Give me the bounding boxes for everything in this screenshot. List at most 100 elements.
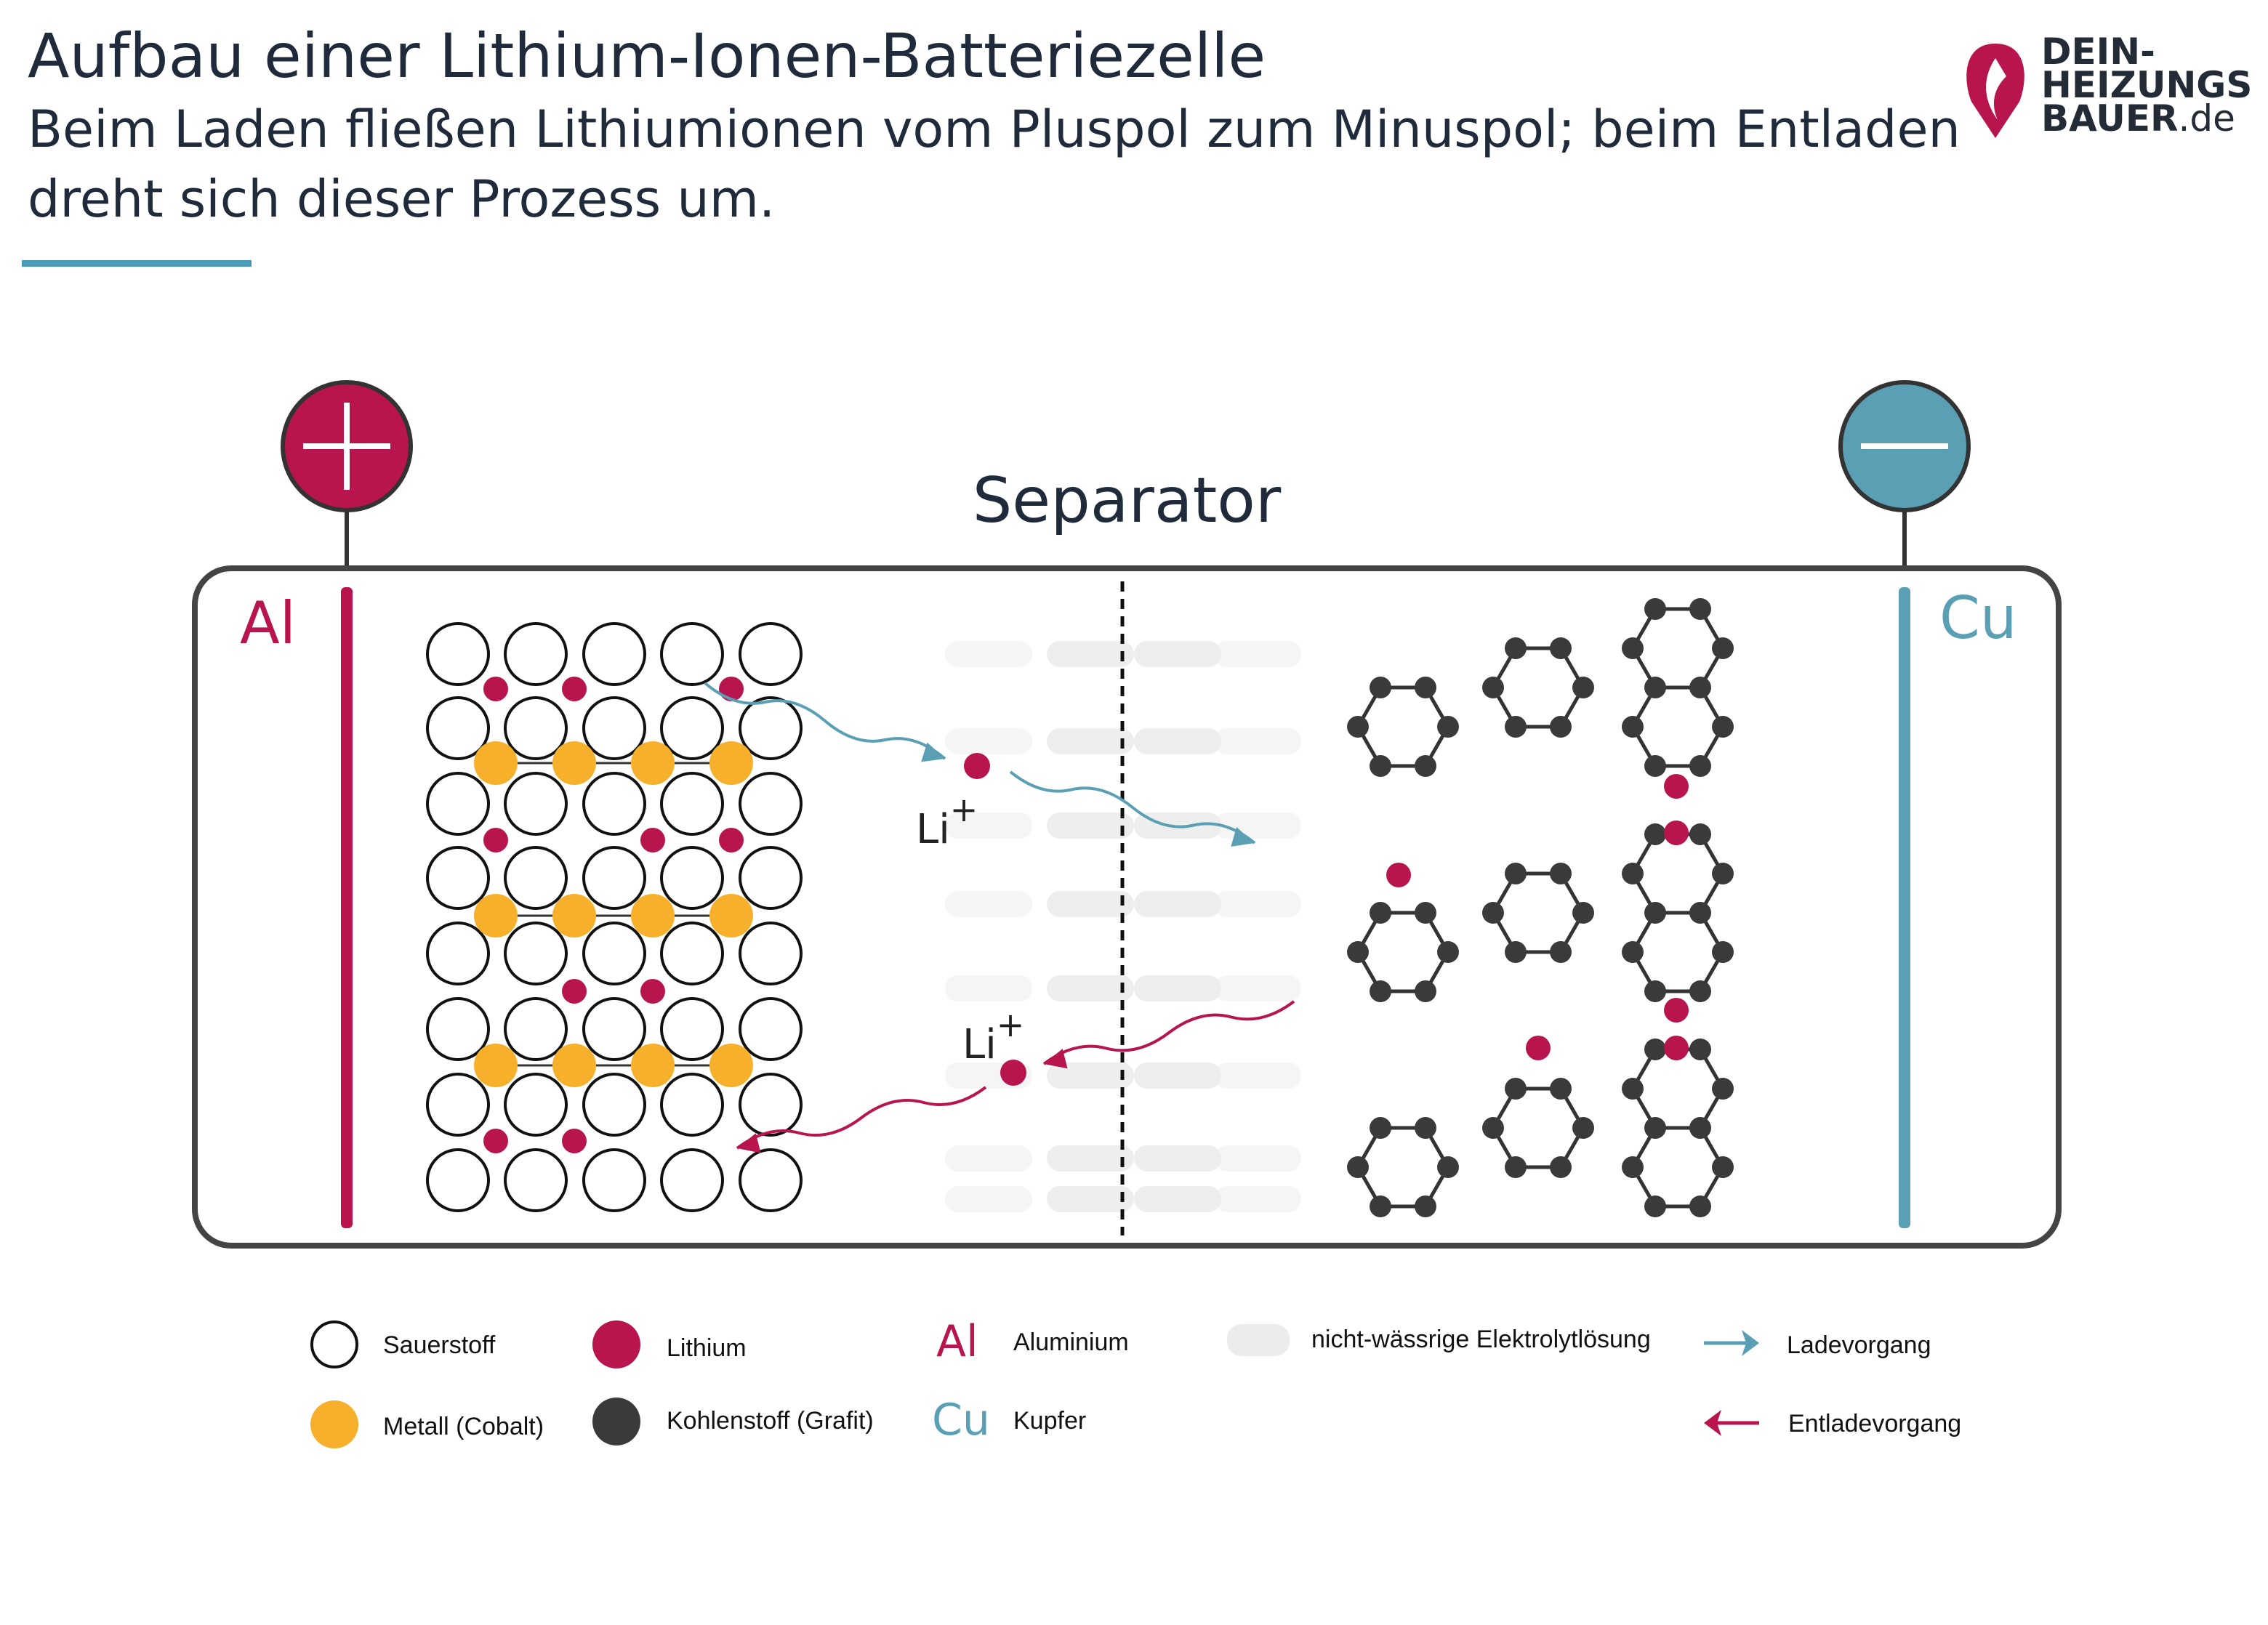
electrolyte-blob	[1047, 641, 1134, 667]
carbon-atom	[1370, 1195, 1391, 1217]
carbon-atom	[1689, 677, 1711, 698]
copper-collector	[1899, 587, 1910, 1228]
carbon-atom	[1550, 1156, 1572, 1178]
cobalt-atom	[631, 1044, 675, 1087]
cobalt-legend-icon	[310, 1400, 358, 1448]
electrolyte-legend-icon	[1227, 1324, 1290, 1356]
carbon-atom	[1415, 1195, 1436, 1217]
discharging-arrow-icon	[1704, 1410, 1759, 1436]
carbon-atom	[1712, 863, 1734, 884]
cobalt-atom	[474, 894, 518, 938]
electrolyte-blob	[1214, 891, 1301, 917]
oxygen-atom	[739, 1073, 803, 1137]
cobalt-atom	[474, 1044, 518, 1087]
lithium-atom	[1664, 998, 1689, 1023]
electrolyte-blob	[1214, 975, 1301, 1001]
page-subtitle-line2: dreht sich dieser Prozess um.	[28, 169, 775, 229]
carbon-atom	[1644, 1039, 1666, 1060]
legend-lithium: Lithium	[667, 1334, 747, 1362]
carbon-atom	[1689, 1195, 1711, 1217]
carbon-legend-icon	[592, 1398, 640, 1445]
electrolyte-blob	[945, 728, 1032, 754]
oxygen-atom	[504, 622, 568, 686]
legend-copper: Kupfer	[1013, 1407, 1086, 1435]
oxygen-atom	[504, 1148, 568, 1212]
carbon-atom	[1644, 677, 1666, 698]
ion-label-charging: Li+	[916, 790, 978, 853]
carbon-atom	[1622, 1156, 1644, 1178]
ion-arrows	[704, 682, 1295, 1153]
lithium-atom	[719, 677, 744, 701]
oxygen-atom	[426, 846, 490, 910]
electrolyte-blob	[1134, 1186, 1221, 1212]
legend-carbon: Kohlenstoff (Grafit)	[667, 1407, 874, 1435]
carbon-atom	[1689, 1117, 1711, 1139]
cobalt-atom	[474, 741, 518, 785]
charging-arrow	[704, 682, 946, 760]
oxygen-atom	[504, 997, 568, 1061]
logo: DEIN- HEIZUNGS BAUER.de	[1966, 31, 2252, 140]
carbon-atom	[1415, 677, 1436, 698]
lithium-atom	[483, 677, 508, 701]
charging-arrow	[1009, 770, 1256, 844]
lithium-atom	[1664, 774, 1689, 799]
electrolyte-blob	[1047, 1145, 1134, 1172]
oxygen-atom	[660, 1073, 724, 1137]
electrolyte-blob	[1047, 1186, 1134, 1212]
separator-label: Separator	[973, 464, 1282, 537]
cobalt-atom	[631, 741, 675, 785]
oxygen-atom	[739, 846, 803, 910]
oxygen-atom	[426, 622, 490, 686]
carbon-atom	[1437, 1156, 1459, 1178]
carbon-atom	[1622, 637, 1644, 659]
logo-line3: BAUER.de	[2041, 97, 2235, 140]
carbon-atom	[1689, 1039, 1711, 1060]
discharging-arrow	[1042, 1000, 1295, 1065]
charging-arrow-head	[1231, 827, 1255, 847]
oxygen-atom	[660, 1148, 724, 1212]
electrolyte-blob	[945, 975, 1032, 1001]
minus-icon	[1861, 443, 1948, 449]
carbon-atom	[1644, 1195, 1666, 1217]
oxygen-atom	[660, 922, 724, 985]
oxygen-atom	[582, 622, 646, 686]
carbon-atom	[1712, 716, 1734, 738]
carbon-atom	[1550, 941, 1572, 963]
oxygen-atom	[660, 622, 724, 686]
plus-icon	[303, 403, 390, 490]
carbon-atom	[1550, 716, 1572, 738]
oxygen-atom	[426, 1073, 490, 1137]
electrolyte-blob	[1047, 975, 1134, 1001]
carbon-atom	[1505, 1078, 1527, 1100]
logo-line1: DEIN-	[2041, 31, 2155, 73]
lithium-atom	[719, 828, 744, 852]
carbon-atom	[1572, 1117, 1594, 1139]
carbon-atom	[1712, 1078, 1734, 1100]
legend-oxygen: Sauerstoff	[383, 1331, 496, 1359]
lithium-atom	[562, 979, 587, 1004]
carbon-atom	[1505, 1156, 1527, 1178]
graphite-anode	[1347, 598, 1734, 1217]
carbon-atom	[1550, 637, 1572, 659]
electrolyte-blob	[1134, 1062, 1221, 1089]
carbon-atom	[1644, 598, 1666, 620]
oxygen-atom	[426, 922, 490, 985]
carbon-atom	[1550, 863, 1572, 884]
cathode-symbol: Cu	[1939, 584, 2017, 652]
electrolyte-blob	[1214, 728, 1301, 754]
discharging-arrow	[736, 1086, 987, 1150]
lithium-atom	[640, 828, 665, 852]
electrolyte-blob	[945, 1186, 1032, 1212]
lithium-legend-icon	[592, 1320, 640, 1368]
al-legend-symbol: Al	[936, 1316, 978, 1367]
legend-metal: Metall (Cobalt)	[383, 1413, 544, 1440]
cobalt-atom	[709, 894, 753, 938]
carbon-atom	[1712, 637, 1734, 659]
carbon-atom	[1482, 902, 1504, 924]
lithium-atom	[1386, 863, 1411, 887]
carbon-atom	[1370, 677, 1391, 698]
carbon-atom	[1622, 1078, 1644, 1100]
carbon-atom	[1415, 1117, 1436, 1139]
page-title: Aufbau einer Lithium-Ionen-Batteriezelle	[28, 20, 1266, 92]
carbon-atom	[1644, 755, 1666, 777]
